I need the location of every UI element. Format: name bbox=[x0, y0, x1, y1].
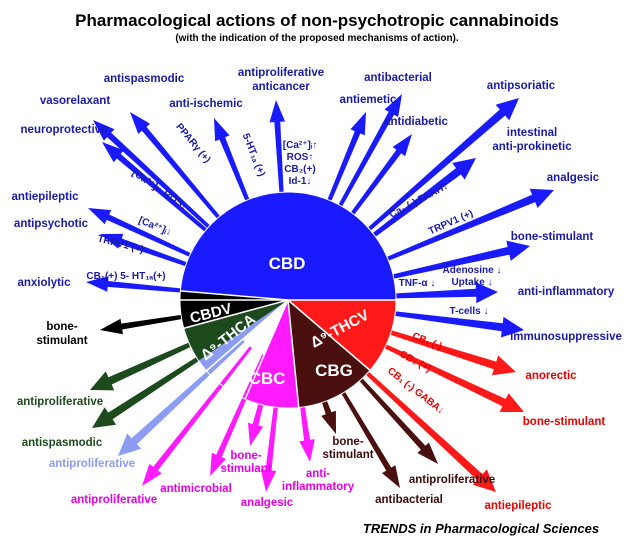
thcv-arrow bbox=[331, 339, 496, 492]
cbd-effect-bone-stimulant: bone-stimulant bbox=[511, 231, 594, 243]
cbc-effect-stimulant: stimulant bbox=[220, 463, 271, 475]
cbd-effect-antispasmodic: antispasmodic bbox=[104, 73, 185, 85]
cbc-segment bbox=[236, 300, 300, 408]
cbd-effect-intestinal: intestinal bbox=[507, 127, 557, 139]
thcv-segment bbox=[288, 300, 396, 372]
cbd-effect-antiischemic: anti-ischemic bbox=[169, 98, 243, 110]
cbd-mech-uptake: Uptake ↓ bbox=[451, 277, 492, 288]
cbg-effect-stimulant: stimulant bbox=[322, 449, 373, 461]
periwinkle-arrow bbox=[118, 339, 245, 456]
cbd-mech-ppar: PPARγ (+) bbox=[173, 122, 212, 166]
cbd-mech-ca-up: [Ca²⁺]ᵢ↑ bbox=[283, 140, 317, 151]
cbd-effect-antibacterial: antibacterial bbox=[364, 72, 432, 84]
thcv-arrow bbox=[341, 324, 524, 412]
cbd-mech-ros-up: ROS↑ bbox=[287, 152, 314, 163]
cbdv-effect-bone: bone- bbox=[46, 321, 77, 333]
cbc-arrow bbox=[142, 346, 253, 486]
segment-label-cbg: CBG bbox=[315, 361, 353, 380]
thcv-mech-cb1: CB₁ (-) bbox=[410, 331, 443, 353]
cbc-effect-bone: bone- bbox=[230, 450, 261, 462]
source-credit: TRENDS in Pharmacological Sciences bbox=[363, 521, 599, 536]
cbc-effect-antiproliferative: antiproliferative bbox=[71, 494, 157, 506]
page-title: Pharmacological actions of non-psychotro… bbox=[75, 11, 559, 30]
cbd-effect-antidiabetic: antidiabetic bbox=[384, 116, 449, 128]
cbd-effect-antipsychotic: antipsychotic bbox=[14, 218, 89, 230]
cbd-effect-antiepileptic: antiepileptic bbox=[11, 191, 79, 203]
cbd-mech-tcells: T-cells ↓ bbox=[450, 306, 489, 317]
segment-label-cbc: CBC bbox=[249, 369, 286, 388]
cbc-effect-analgesic: analgesic bbox=[241, 497, 294, 509]
thcv-effect-bone-stimulant: bone-stimulant bbox=[523, 416, 606, 428]
periwinkle-effect-antiproliferative: antiproliferative bbox=[49, 458, 135, 470]
cbd-effect-anticancer: anticancer bbox=[252, 81, 310, 93]
cbg-effect-bone: bone- bbox=[332, 436, 363, 448]
cbd-effect-antiinflammatory: anti-inflammatory bbox=[518, 286, 615, 298]
cbd-segment bbox=[180, 192, 396, 300]
cbd-effect-immunosuppressive: immunosuppressive bbox=[510, 331, 622, 343]
cbd-effect-antipsoriatic: antipsoriatic bbox=[487, 80, 556, 92]
page-subtitle: (with the indication of the proposed mec… bbox=[175, 33, 459, 44]
cbd-effect-neuroprotective: neuroprotective bbox=[21, 124, 108, 136]
cbd-mech-5ht1a: 5-HT₁ₐ (+) bbox=[240, 132, 267, 178]
thcv-mech-cb2: CB₂ (+) bbox=[398, 349, 433, 375]
cbd-arrow bbox=[342, 188, 554, 279]
cbd-mech-id1: Id-1↓ bbox=[289, 176, 312, 187]
cbd-arrow bbox=[332, 98, 519, 262]
cbd-effect-antiemetic: antiemetic bbox=[340, 94, 397, 106]
cbd-arrow bbox=[93, 120, 245, 261]
thca-segment bbox=[180, 300, 288, 372]
cbd-effect-anxiolytic: anxiolytic bbox=[17, 277, 71, 289]
thcv-effect-antiepileptic: antiepileptic bbox=[484, 500, 552, 512]
thcv-effect-anorectic: anorectic bbox=[525, 370, 577, 382]
cbd-mech-tnf: TNF-α ↓ bbox=[399, 278, 436, 289]
cbd-effect-analgesic: analgesic bbox=[547, 172, 600, 184]
thca-effect-antispasmodic: antispasmodic bbox=[22, 437, 103, 449]
cbg-effect-antiproliferative: antiproliferative bbox=[409, 474, 495, 486]
cbd-mech-cb2: CB₂(+) bbox=[284, 164, 315, 175]
cbd-mech-adenosine: Adenosine ↓ bbox=[443, 265, 502, 276]
thca-effect-antiproliferative: antiproliferative bbox=[17, 396, 103, 408]
cbg-effect-antibacterial: antibacterial bbox=[375, 494, 443, 506]
cbc-effect-inflammatory: inflammatory bbox=[282, 481, 355, 493]
cbd-effect-vasorelaxant: vasorelaxant bbox=[40, 95, 110, 107]
cbd-effect-antiproliferative: antiproliferative bbox=[238, 67, 324, 79]
segment-label-cbd: CBD bbox=[269, 254, 306, 273]
cbd-mech-cb1-5ht1a: CB₁(+) 5- HT₁ₐ(+) bbox=[86, 271, 165, 282]
cbd-effect-antiprokinetic: anti-prokinetic bbox=[492, 141, 572, 153]
cbc-effect-antimicrobial: antimicrobial bbox=[160, 483, 232, 495]
cbdv-effect-stimulant: stimulant bbox=[36, 335, 87, 347]
cbc-effect-anti: anti- bbox=[306, 468, 330, 480]
